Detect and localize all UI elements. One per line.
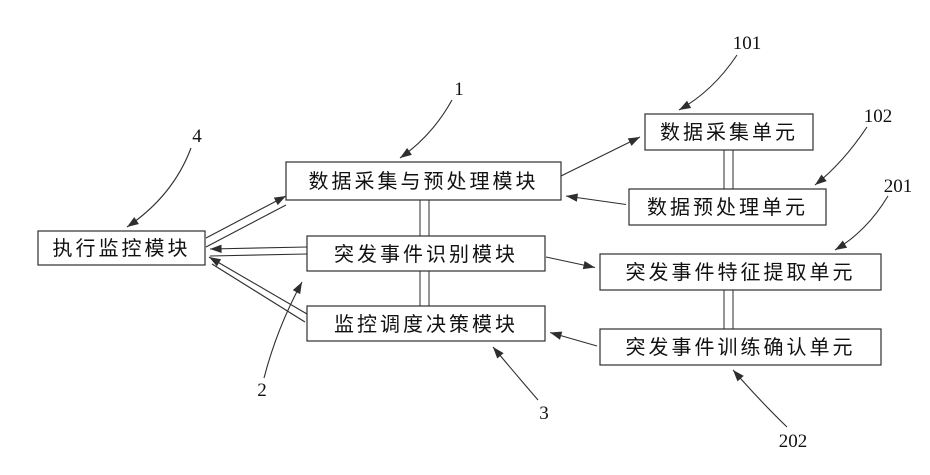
connector-main-to-recognition [419, 199, 430, 237]
ref-label-preprocessing-unit: 102 [864, 106, 893, 127]
module-execution-monitoring: 执行监控模块 [37, 230, 206, 266]
connector-decision-to-execution-line-1 [208, 256, 308, 315]
arrow-main-to-collection-unit [560, 136, 641, 177]
module-incident-recognition-label: 突发事件识别模块 [334, 243, 518, 266]
unit-data-preprocessing-box [628, 188, 827, 226]
connector-collection-to-preprocessing [723, 149, 734, 190]
unit-data-collection-box [644, 113, 814, 151]
connector-feature-to-training [723, 289, 734, 330]
unit-incident-training-confirmation-label: 突发事件训练确认单元 [626, 336, 856, 359]
module-incident-recognition: 突发事件识别模块 [306, 235, 546, 272]
leader-ref-4 [126, 147, 192, 228]
module-incident-recognition-box [306, 235, 546, 272]
connector-execution-to-main [205, 195, 287, 248]
leader-ref-202 [732, 369, 788, 428]
module-monitoring-dispatch-decision: 监控调度决策模块 [306, 305, 546, 342]
ref-label-collection-unit: 101 [733, 33, 762, 54]
leader-ref-3 [492, 346, 539, 401]
unit-incident-feature-extraction: 突发事件特征提取单元 [599, 253, 882, 291]
unit-data-preprocessing-label: 数据预处理单元 [647, 196, 808, 219]
connector-recognition-to-execution [209, 244, 308, 257]
unit-data-collection-label: 数据采集单元 [660, 121, 798, 144]
ref-label-training-unit: 202 [779, 431, 808, 452]
connector-decision-to-execution-line-2 [211, 263, 306, 323]
ref-label-feature-unit: 201 [884, 176, 913, 197]
leader-ref-101 [678, 54, 738, 111]
module-data-collection-preprocessing: 数据采集与预处理模块 [285, 161, 562, 201]
ref-label-main-module: 1 [454, 79, 464, 100]
unit-data-collection: 数据采集单元 [644, 113, 814, 151]
leader-ref-1 [399, 99, 453, 159]
unit-data-preprocessing: 数据预处理单元 [628, 188, 827, 226]
ref-label-decision-module: 3 [539, 403, 549, 424]
module-monitoring-dispatch-decision-box [306, 305, 546, 342]
module-data-collection-preprocessing-label: 数据采集与预处理模块 [309, 170, 539, 193]
unit-incident-training-confirmation: 突发事件训练确认单元 [599, 328, 882, 366]
leader-ref-102 [814, 126, 868, 186]
unit-incident-feature-extraction-label: 突发事件特征提取单元 [626, 261, 856, 284]
unit-incident-feature-extraction-box [599, 253, 882, 291]
leader-ref-201 [834, 195, 889, 251]
arrow-recognition-to-feature-unit [545, 256, 596, 270]
arrow-training-unit-to-decision [549, 331, 598, 347]
unit-incident-training-confirmation-box [599, 328, 882, 366]
module-execution-monitoring-label: 执行监控模块 [53, 237, 191, 260]
connector-execution-to-main-line-2 [205, 204, 287, 248]
ref-label-execution-module: 4 [192, 126, 202, 147]
leader-ref-2 [263, 281, 303, 379]
module-execution-monitoring-box [37, 230, 206, 266]
connector-decision-to-execution [208, 256, 308, 323]
connector-execution-to-main-line-1 [205, 195, 287, 239]
connector-recognition-to-execution-line-1 [209, 244, 308, 253]
connector-recognition-to-execution-line-2 [209, 253, 308, 257]
arrow-preprocessing-unit-to-main [565, 193, 627, 206]
module-data-collection-preprocessing-box [285, 161, 562, 201]
module-monitoring-dispatch-decision-label: 监控调度决策模块 [334, 313, 518, 336]
ref-label-recognition-module: 2 [257, 380, 267, 401]
connector-recognition-to-decision [419, 270, 430, 307]
